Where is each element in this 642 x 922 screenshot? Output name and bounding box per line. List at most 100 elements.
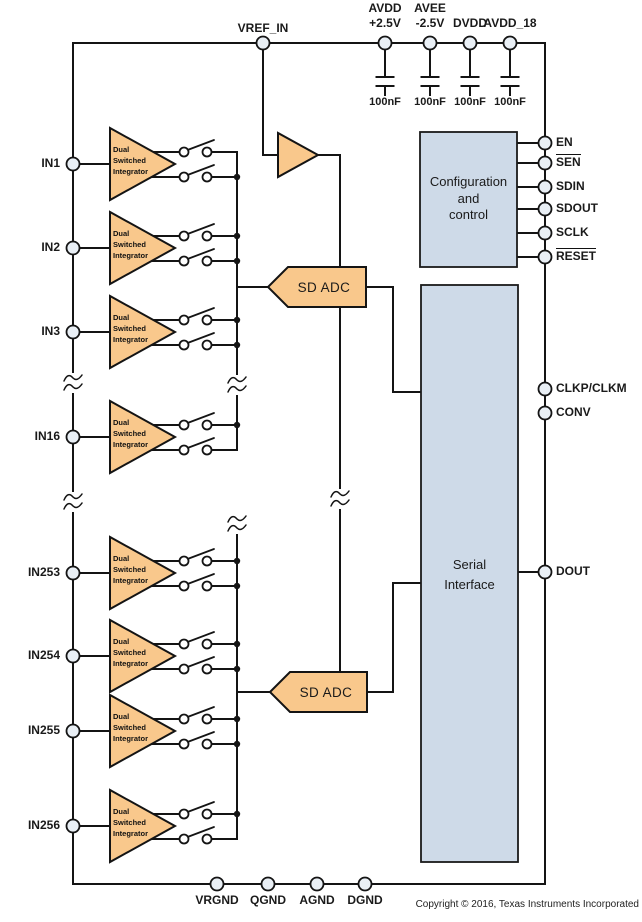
pin-label-sdin: SDIN (556, 179, 585, 193)
avee-pin-circle (422, 35, 438, 51)
switch-arm-icon (186, 548, 215, 585)
sdout-pin-circle (537, 201, 553, 217)
cell-wires (78, 643, 238, 670)
pins-layer (65, 35, 553, 892)
config-block-shape (419, 131, 518, 268)
input-pin-label: IN1 (41, 156, 60, 170)
switch-contact-icon (201, 230, 213, 242)
integrator-triangle (109, 693, 178, 769)
vref-in-pin-label: VREF_IN (237, 21, 289, 35)
wires-layer (72, 42, 546, 885)
integrator-triangle (109, 126, 178, 202)
integrator-cell (78, 307, 238, 346)
switch-arm-icon (186, 631, 215, 668)
switch-contact-icon (178, 580, 190, 592)
integrator-cell (78, 139, 238, 178)
pin-label-qgnd: QGND (250, 893, 286, 907)
vrgnd-pin-circle (209, 876, 225, 892)
agnd-pin-circle (309, 876, 325, 892)
avee-pin-label: AVEE -2.5V (414, 1, 446, 30)
switch-contact-icon (201, 171, 213, 183)
switch-contact-icon (178, 738, 190, 750)
input-pin-circle (65, 156, 81, 172)
integrator-cell (78, 548, 238, 587)
sdin-pin-circle (537, 179, 553, 195)
line-break-squiggle-icon (227, 375, 247, 395)
reset-pin-circle (537, 249, 553, 265)
switch-arm-icon (186, 801, 215, 838)
integrator-block-label: Dual Switched Integrator (113, 418, 149, 449)
junction-dot (233, 421, 241, 429)
vref-buffer-amp-icon (277, 131, 321, 179)
pin-label-en: EN (556, 135, 573, 149)
sd-adc-1-shape (266, 266, 367, 308)
switch-contact-icon (178, 663, 190, 675)
cap-value-label: 100nF (494, 96, 526, 108)
pin-label-conv: CONV (556, 405, 591, 419)
avdd-pin-label: AVDD +2.5V (368, 1, 402, 30)
switch-arm-icon (186, 412, 215, 449)
integrator-block-label: Dual Switched Integrator (113, 712, 149, 743)
sen-pin-circle (537, 155, 553, 171)
junction-dot (233, 715, 241, 723)
pin-label-sclk: SCLK (556, 225, 589, 239)
cell-wires (78, 813, 238, 840)
cell-wires (78, 424, 238, 451)
integrator-block-label: Dual Switched Integrator (113, 637, 149, 668)
cap-value-label: 100nF (454, 96, 486, 108)
serial-interface-block-shape (420, 284, 519, 863)
sd-adc-2-label: SD ADC (299, 685, 353, 700)
switch-contact-icon (201, 580, 213, 592)
pin-label-vrgnd: VRGND (195, 893, 239, 907)
avdd18-pin-label: AVDD_18 (483, 16, 537, 30)
switch-contact-icon (178, 171, 190, 183)
cell-wires (78, 319, 238, 346)
overline-text: RESET (556, 248, 597, 263)
junction-dots-layer (233, 173, 241, 818)
switch-contact-icon (178, 339, 190, 351)
switch-contact-icon (178, 444, 190, 456)
switch-contact-icon (201, 833, 213, 845)
switch-contact-icon (178, 230, 190, 242)
switch-contact-icon (178, 713, 190, 725)
decoupling-capacitor-icons (375, 48, 520, 96)
integrator-triangle (109, 294, 178, 370)
input-pin-circle (65, 429, 81, 445)
cell-wires (78, 718, 238, 745)
switch-arm-icon (186, 307, 215, 344)
integrator-cell (78, 631, 238, 670)
switch-contact-icon (178, 255, 190, 267)
input-pin-circle (65, 648, 81, 664)
junction-dot (233, 232, 241, 240)
switch-contact-icon (178, 555, 190, 567)
switch-contact-icon (201, 146, 213, 158)
input-pin-label: IN254 (27, 648, 60, 662)
config-pin-wires (516, 142, 546, 258)
dvdd-pin-label: DVDD (452, 16, 487, 30)
input-pin-label: IN255 (27, 723, 60, 737)
junction-dot (233, 257, 241, 265)
switch-contact-icon (178, 638, 190, 650)
integrator-block-label: Dual Switched Integrator (113, 313, 149, 344)
line-break-squiggle-icon (63, 492, 83, 512)
line-break-squiggle-icon (227, 514, 247, 534)
cap-value-label: 100nF (369, 96, 401, 108)
junction-dot (233, 557, 241, 565)
cell-wires (78, 151, 238, 178)
vref-in-pin-circle (255, 35, 271, 51)
switch-contact-icon (201, 444, 213, 456)
junction-dot (233, 740, 241, 748)
integrator-triangle (109, 535, 178, 611)
integrator-triangle (109, 618, 178, 694)
input-pin-label: IN2 (41, 240, 60, 254)
switch-arm-icon (186, 139, 215, 176)
input-pin-label: IN16 (34, 429, 60, 443)
shapes-layer (109, 126, 519, 864)
integrator-cell (78, 223, 238, 262)
switch-contact-icon (201, 255, 213, 267)
switch-contact-icon (201, 738, 213, 750)
serial-interface-block-label: Serial Interface (444, 557, 495, 592)
dgnd-pin-circle (357, 876, 373, 892)
switch-contact-icon (201, 555, 213, 567)
